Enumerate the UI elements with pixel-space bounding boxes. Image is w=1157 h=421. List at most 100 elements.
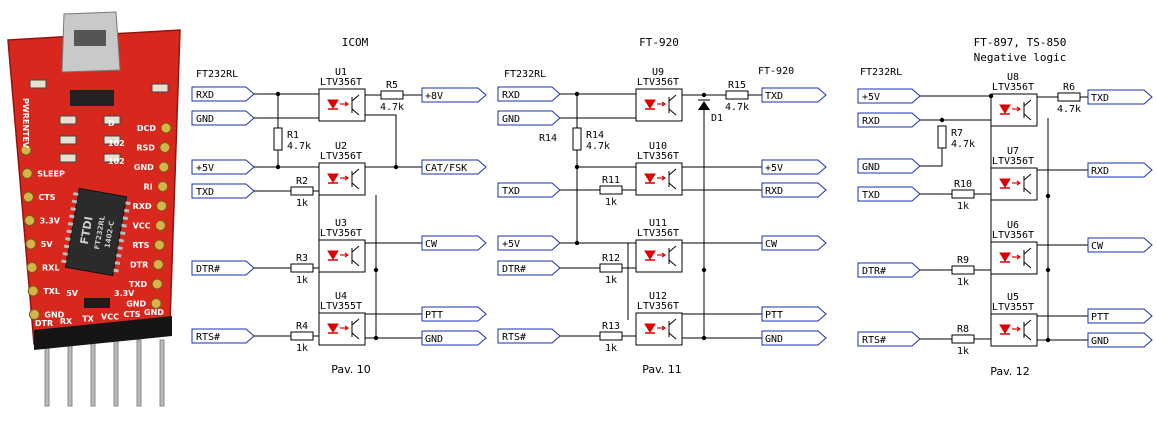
- opto-ref: U8: [1007, 72, 1019, 83]
- source-label: FT232RL: [860, 67, 902, 78]
- transistor-emitter: [668, 182, 677, 190]
- port-arrow-shape: [857, 158, 921, 174]
- port-arrow-shape: [761, 306, 827, 322]
- resistor-ref: R13: [602, 321, 620, 332]
- opto-ref: U9: [652, 67, 664, 78]
- opto-type: LTV356T: [992, 82, 1034, 93]
- transistor-collector: [351, 94, 360, 102]
- resistor-body: [290, 186, 314, 196]
- pcb-body: [7, 29, 181, 345]
- port-arrow-shape: [421, 306, 487, 322]
- port-arrow-shape: [421, 159, 487, 175]
- opto-body: [990, 313, 1038, 347]
- chip-lead: [113, 268, 119, 273]
- opto-body: [990, 93, 1038, 127]
- resistor-value: 1k: [605, 343, 617, 354]
- transistor-emitter: [668, 108, 677, 116]
- junction-dot: [988, 93, 994, 99]
- port-label: +5V: [862, 92, 880, 103]
- port-arrow-shape: [1087, 237, 1153, 253]
- board-pin-label: DCD: [137, 124, 157, 133]
- board-pin-label: 5V: [41, 240, 54, 249]
- transistor-collector: [1023, 99, 1032, 107]
- ft232rl-board-photo: D102102FTDIFT232RL1402-CPWRENTEVSLEEPCTS…: [7, 11, 181, 407]
- opto-ref: U10: [649, 141, 667, 152]
- opto-type: LTV356T: [320, 151, 362, 162]
- chip-brand: FTDI: [78, 215, 96, 245]
- header-pin-leg: [90, 339, 96, 407]
- port-5v: +5V: [497, 235, 561, 251]
- smd-component: [59, 153, 77, 163]
- opto-type: LTV355T: [320, 301, 362, 312]
- pin-hole: [156, 200, 168, 212]
- resistor-ref: R12: [602, 253, 620, 264]
- figure-caption: Pav. 10: [331, 363, 371, 376]
- diagram-group: ICOMFT232RLRXDGND+5VTXDDTR#RTS#U1LTV356T…: [191, 36, 1153, 378]
- resistor-body: [951, 334, 975, 344]
- resistor-body: [273, 127, 283, 151]
- chip-lead: [70, 207, 76, 211]
- resistor-body: [951, 265, 975, 275]
- resistor-value: 1k: [296, 343, 308, 354]
- chip-lead: [122, 216, 129, 221]
- led-light-arrowhead: [661, 252, 667, 258]
- smd-code: 102: [108, 139, 125, 148]
- pin-hole: [22, 191, 34, 203]
- resistor-body: [290, 263, 314, 273]
- diode-triangle: [698, 101, 710, 110]
- usb-port-opening: [74, 30, 106, 46]
- port-label: TXD: [502, 186, 520, 197]
- port-label: TXD: [765, 91, 783, 102]
- resistor-body: [290, 331, 314, 341]
- port-dtr: DTR#: [857, 262, 921, 278]
- pin-hole: [25, 238, 37, 250]
- resistor-value: 1k: [605, 275, 617, 286]
- resistor-r12: R12 1k: [599, 253, 623, 286]
- chip-lead: [65, 237, 71, 241]
- port-label: PTT: [765, 310, 783, 321]
- transistor-collector: [351, 245, 360, 253]
- opto-type: LTV356T: [320, 77, 362, 88]
- board-pin-label: VCC: [133, 222, 151, 231]
- port-cw: CW: [421, 235, 487, 251]
- transistor-collector: [668, 318, 677, 326]
- port-rxd: RXD: [497, 86, 561, 102]
- board-pin-label: CTS: [38, 193, 55, 202]
- pin-hole: [155, 220, 166, 231]
- port-rxd-out: RXD: [761, 182, 827, 198]
- board-pin-label: RSD: [136, 144, 155, 153]
- jumper-label: 3.3V: [114, 289, 135, 298]
- led-light-arrowhead: [661, 175, 667, 181]
- opto-type: LTV356T: [637, 228, 679, 239]
- resistor-body: [599, 331, 623, 341]
- port-arrow-shape: [191, 183, 255, 199]
- junction-dot: [1045, 193, 1051, 199]
- port-ptt: PTT: [761, 306, 827, 322]
- opto-type: LTV356T: [992, 230, 1034, 241]
- port-label: DTR#: [862, 266, 886, 277]
- header-pin-leg: [136, 339, 142, 407]
- led-light-arrowhead: [661, 101, 667, 107]
- opto-ref: U4: [335, 291, 347, 302]
- port-label: GND: [765, 334, 783, 345]
- led-triangle: [999, 252, 1011, 262]
- port-arrow-shape: [857, 112, 921, 128]
- source-label: FT232RL: [504, 69, 546, 80]
- pin-hole: [21, 168, 33, 179]
- led-triangle: [999, 178, 1011, 188]
- led-triangle: [327, 173, 339, 183]
- opto-type: LTV356T: [320, 228, 362, 239]
- resistor-value: 1k: [957, 346, 969, 357]
- resistor-ref: R4: [296, 321, 308, 332]
- led-light-arrowhead: [344, 325, 350, 331]
- port-arrow-shape: [1087, 308, 1153, 324]
- pin-hole: [157, 181, 169, 192]
